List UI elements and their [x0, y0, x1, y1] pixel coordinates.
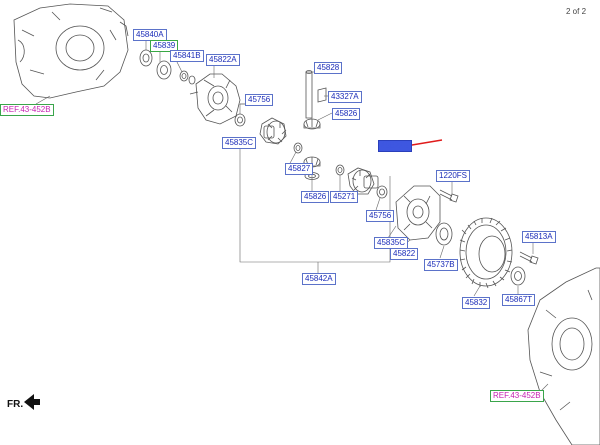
part-label-45828[interactable]: 45828: [314, 62, 343, 74]
thrust-washer-45756-top: [234, 113, 246, 127]
ref-label-bottom-right[interactable]: REF.43-452B: [490, 390, 544, 402]
washer-45867T: [510, 266, 526, 286]
part-label-43327A[interactable]: 43327A: [328, 91, 362, 103]
part-label-45841B[interactable]: 45841B: [170, 50, 204, 62]
part-label-45822A[interactable]: 45822A: [206, 54, 240, 66]
part-label-45839[interactable]: 45839: [150, 40, 179, 52]
bolt-45813A: [519, 251, 539, 265]
leader-lines: [35, 38, 549, 393]
bolt-1220FS: [439, 189, 459, 203]
transaxle-housing-right: [527, 267, 600, 445]
part-label-45832[interactable]: 45832: [462, 297, 491, 309]
part-label-45840A[interactable]: 45840A: [133, 29, 167, 41]
differential-case-45822A: [189, 73, 246, 125]
washer-45827: [293, 142, 303, 154]
pinion-shaft-45828: [305, 70, 313, 119]
bearing-45841B: [156, 60, 196, 85]
side-gear-left: [259, 117, 287, 145]
part-label-45737B[interactable]: 45737B: [424, 259, 458, 271]
oil-seal-45839: [139, 49, 153, 67]
part-label-45867T[interactable]: 45867T: [502, 294, 536, 306]
washer-45271: [335, 164, 345, 176]
part-label-45826-top[interactable]: 45826: [332, 108, 361, 120]
side-gear-right: [347, 167, 379, 195]
part-label-45822[interactable]: 45822: [390, 248, 419, 260]
ref-label-top-left[interactable]: REF.43-452B: [0, 104, 54, 116]
part-label-45271[interactable]: 45271: [330, 191, 359, 203]
part-label-1220FS[interactable]: 1220FS: [436, 170, 471, 182]
front-direction-icon: [24, 394, 40, 410]
part-label-45756-bottom[interactable]: 45756: [366, 210, 395, 222]
part-label-45756-top[interactable]: 45756: [245, 94, 274, 106]
front-marker: FR.: [7, 399, 24, 410]
thrust-washer-45756-bottom: [376, 185, 388, 199]
part-label-45826-bottom[interactable]: 45826: [301, 191, 330, 203]
ring-gear-45832: [459, 217, 513, 289]
bearing-45737B: [435, 222, 453, 246]
part-label-45813A[interactable]: 45813A: [522, 231, 556, 243]
transaxle-housing-left: [13, 3, 129, 99]
pinion-gear-top: [303, 118, 321, 130]
part-label-45835C-left[interactable]: 45835C: [222, 137, 257, 149]
lock-pin-43327A: [317, 87, 327, 103]
part-label-45827[interactable]: 45827: [285, 163, 314, 175]
page-indicator: 2 of 2: [566, 7, 587, 16]
part-label-45842A[interactable]: 45842A: [302, 273, 336, 285]
differential-case-45822: [395, 185, 441, 241]
part-label-selected[interactable]: 45822B: [378, 140, 412, 152]
